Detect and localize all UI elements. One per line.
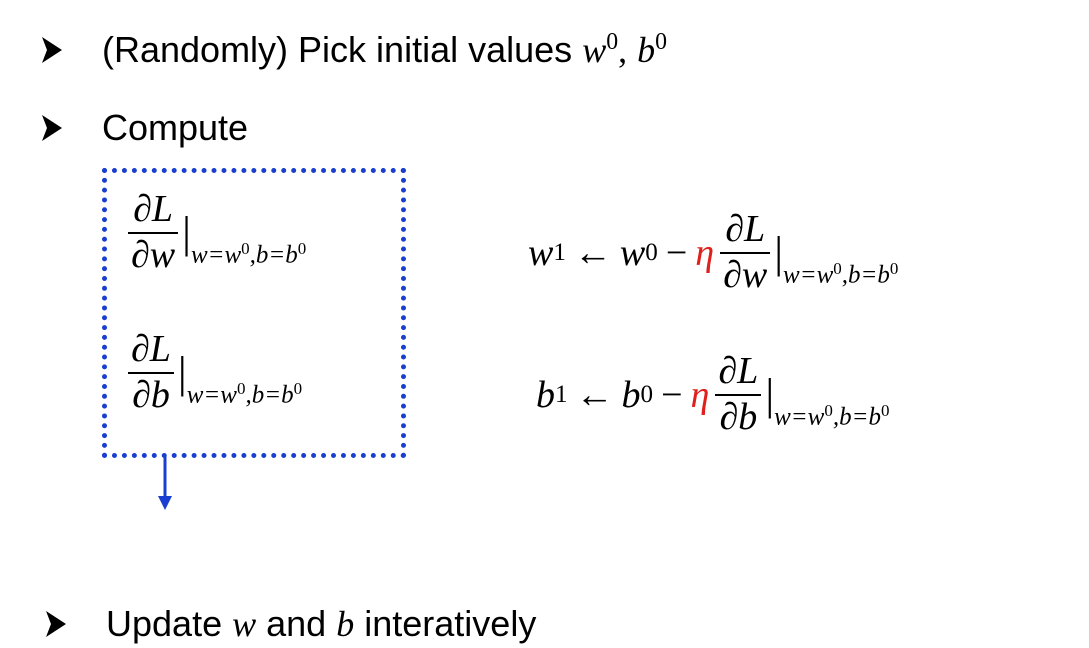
eval-bar: |: [177, 347, 187, 397]
pick-b-sup: 0: [655, 28, 667, 55]
partial-L-w-expr: ∂L ∂w | w=w0,b=b0: [128, 188, 307, 276]
pick-b: b: [637, 30, 656, 70]
bullet-compute: Compute: [42, 110, 248, 146]
w1: w: [528, 231, 554, 274]
bullet-pick-initial: (Randomly) Pick initial values w0, b0: [42, 28, 667, 70]
eval-point: w=w0,b=b0: [186, 379, 303, 409]
frac-den: ∂b: [132, 373, 170, 416]
w0: w: [619, 231, 646, 274]
partial-L-b-fraction: ∂L ∂b: [128, 328, 174, 416]
update-suffix: interatively: [364, 603, 537, 644]
frac-den: ∂w: [131, 233, 176, 276]
bullet-arrowhead-icon: [42, 115, 62, 141]
update-and: and: [266, 603, 327, 644]
update-b: b: [336, 604, 355, 644]
compute-label: Compute: [102, 107, 249, 148]
gradient-box: [102, 168, 406, 458]
minus: −: [661, 373, 683, 416]
pick-comma: ,: [618, 30, 628, 70]
minus: −: [665, 231, 688, 274]
eval-bar: |: [182, 207, 191, 257]
b1: b: [536, 373, 555, 416]
partial-L-w-fraction: ∂L ∂w: [128, 188, 179, 276]
learning-rate-eta: η: [695, 231, 715, 274]
pick-text: (Randomly) Pick initial values: [102, 29, 573, 70]
update-w: w: [232, 604, 257, 644]
learning-rate-eta: η: [690, 373, 710, 416]
eval-point: w=w0,b=b0: [190, 239, 307, 269]
frac-num: ∂L: [131, 328, 171, 370]
down-arrow-icon: [158, 456, 172, 510]
partial-L-b-fraction: ∂L ∂b: [715, 351, 762, 438]
bullet-arrowhead-icon: [46, 611, 66, 637]
bullet-arrowhead-icon: [42, 37, 62, 63]
assign-arrow: ←: [573, 231, 612, 274]
assign-arrow: ←: [575, 373, 614, 416]
partial-L-b-expr: ∂L ∂b | w=w0,b=b0: [128, 328, 303, 416]
bullet-update: Update w and b interatively: [46, 606, 536, 642]
pick-w-sup: 0: [606, 28, 619, 55]
partial-L-w-fraction: ∂L ∂w: [720, 209, 771, 296]
frac-num: ∂L: [133, 188, 174, 230]
pick-w: w: [582, 30, 607, 70]
eval-point: w=w0,b=b0: [774, 401, 890, 431]
eval-point: w=w0,b=b0: [783, 259, 899, 289]
update-text: Update: [106, 603, 223, 644]
b0: b: [621, 373, 641, 416]
